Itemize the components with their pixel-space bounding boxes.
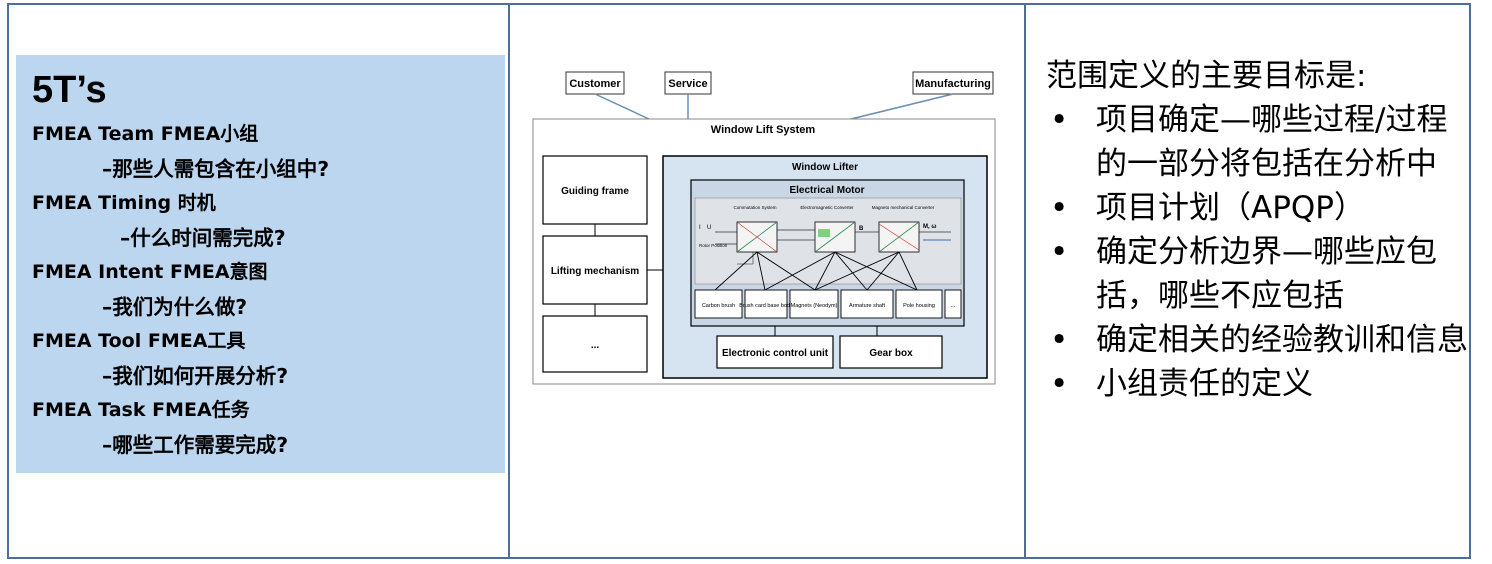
pole-housing-label: Pole housing: [903, 303, 935, 309]
column-divider-2: [1024, 3, 1026, 559]
rotor-position-label: Rotor Position: [699, 243, 728, 248]
mapping-arrows: [714, 251, 918, 291]
input-current-label: I: [699, 225, 701, 231]
electromagnetic-label: Electromagnetic Converter: [800, 205, 854, 210]
flux-label: B: [859, 226, 864, 232]
scope-objectives-panel: 范围定义的主要目标是: • 项目确定—哪些过程/过程的一部分将包括在分析中 • …: [1046, 54, 1476, 406]
five-ts-title: 5T’s: [32, 69, 107, 111]
five-ts-panel: 5T’s FMEA Team FMEA小组 –那些人需包含在小组中? FMEA …: [16, 55, 505, 473]
customer-connector: [594, 93, 650, 120]
guiding-frame-box: [542, 155, 648, 225]
slide-frame: [7, 3, 1471, 559]
objective-text: 确定相关的经验教训和信息: [1096, 322, 1468, 358]
torque-speed-label: M, ω: [923, 224, 936, 230]
lifting-mechanism-label: Lifting mechanism: [551, 266, 639, 277]
column-divider-1: [508, 3, 510, 559]
team-label: FMEA Team FMEA小组: [32, 123, 259, 145]
input-voltage-label: U: [707, 225, 711, 231]
gear-box-label: Gear box: [869, 348, 913, 359]
more-label: ...: [591, 340, 600, 351]
window-lift-diagram: Customer Service Manufacturing Window Li…: [532, 71, 996, 385]
task-question: –哪些工作需要完成?: [102, 432, 289, 457]
ecu-box: [716, 335, 834, 369]
bullet-marker: •: [1050, 234, 1069, 270]
electrical-motor-title: Electrical Motor: [789, 185, 864, 196]
manufacturing-connector: [850, 93, 954, 120]
armature-shaft-box: [840, 289, 894, 319]
more-components-box: [944, 289, 962, 319]
carbon-brush-label: Carbon brush: [702, 303, 735, 309]
bullet-marker: •: [1050, 366, 1069, 402]
brush-card-label: Brush card base body: [739, 303, 793, 309]
objective-text: 项目计划（APQP）: [1096, 190, 1365, 226]
bullet-marker: •: [1050, 322, 1069, 358]
lifting-mechanism-box: [542, 235, 648, 305]
window-lifter-title: Window Lifter: [792, 162, 858, 173]
bullet-marker: •: [1050, 190, 1069, 226]
bullet-marker: •: [1050, 102, 1069, 138]
intent-label: FMEA Intent FMEA意图: [32, 261, 268, 283]
armature-shaft-label: Armature shaft: [849, 303, 886, 309]
objective-text: 项目确定—哪些过程/过程的一部分将包括在分析中: [1096, 102, 1448, 182]
timing-question: –什么时间需完成?: [120, 225, 286, 250]
objective-item: • 小组责任的定义: [1046, 362, 1471, 406]
commutation-label: Commutation System: [733, 205, 776, 210]
service-label: Service: [668, 78, 707, 90]
magnets-label: Magnets (Neodym): [791, 303, 838, 309]
objective-item: • 项目计划（APQP）: [1046, 186, 1471, 230]
objective-item: • 确定分析边界—哪些应包括，哪些不应包括: [1046, 230, 1471, 318]
gear-box-box: [839, 335, 943, 369]
objective-item: • 项目确定—哪些过程/过程的一部分将包括在分析中: [1046, 98, 1471, 186]
objective-text: 确定分析边界—哪些应包括，哪些不应包括: [1096, 234, 1437, 314]
tool-question: –我们如何开展分析?: [102, 363, 289, 388]
objective-item: • 确定相关的经验教训和信息: [1046, 318, 1471, 362]
guiding-frame-label: Guiding frame: [561, 186, 629, 197]
tool-label: FMEA Tool FMEA工具: [32, 330, 246, 352]
system-title: Window Lift System: [711, 124, 816, 136]
scope-heading: 范围定义的主要目标是:: [1046, 58, 1367, 94]
timing-label: FMEA Timing 时机: [32, 192, 216, 214]
brush-card-box: [744, 289, 788, 319]
pole-housing-box: [895, 289, 943, 319]
manufacturing-label: Manufacturing: [915, 78, 991, 90]
task-label: FMEA Task FMEA任务: [32, 399, 250, 421]
magneto-mechanical-label: Magneto mechanical Converter: [872, 205, 935, 210]
ecu-label: Electronic control unit: [722, 348, 829, 359]
intent-question: –我们为什么做?: [102, 294, 248, 319]
more-components-label: ...: [950, 303, 955, 309]
more-box: [542, 315, 648, 373]
customer-label: Customer: [569, 78, 621, 90]
carbon-brush-box: [694, 289, 743, 319]
objective-text: 小组责任的定义: [1096, 366, 1313, 402]
magnets-box: [789, 289, 839, 319]
team-question: –那些人需包含在小组中?: [102, 156, 330, 181]
